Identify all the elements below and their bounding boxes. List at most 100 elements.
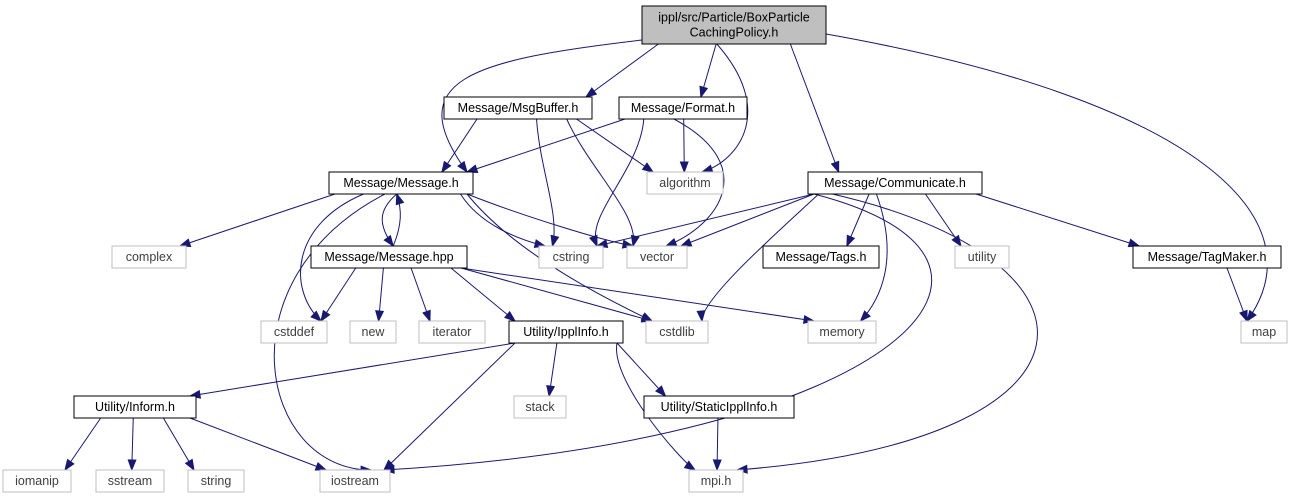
node-label: memory [819, 325, 865, 339]
node-iomanip: iomanip [2, 469, 72, 493]
arrowhead [504, 310, 517, 322]
node-box [645, 320, 709, 344]
arrowhead [457, 160, 468, 174]
edge-line [576, 118, 654, 173]
edge-line [383, 342, 516, 471]
node-box [319, 469, 391, 493]
arrowhead [584, 87, 598, 98]
edge-line [466, 193, 653, 322]
edge-line [450, 267, 516, 322]
arrowhead [712, 459, 722, 472]
node-label: Utility/StaticIpplInfo.h [661, 400, 778, 414]
node-staticipplinfo[interactable]: Utility/StaticIpplInfo.h [643, 395, 795, 419]
edge-inform-to-iomanip [64, 417, 102, 472]
arrowhead [310, 310, 323, 322]
node-box [95, 469, 165, 493]
edge-line [441, 118, 478, 173]
node-label: Message/Format.h [631, 101, 735, 115]
node-box [643, 395, 795, 419]
edge-inform-to-iostream [189, 417, 328, 471]
node-label: Message/TagMaker.h [1148, 250, 1267, 264]
node-map: map [1240, 320, 1288, 344]
edge-communicate-to-cstdlib [696, 193, 820, 323]
edge-message-to-cstddef [300, 193, 364, 322]
arrowhead [696, 310, 706, 323]
edge-root-to-map [825, 33, 1268, 323]
edge-messagehpp-to-memory [460, 267, 816, 324]
edge-communicate-to-memory [859, 193, 888, 323]
edge-msgbuffer-to-message [441, 118, 478, 174]
edge-tagmaker-to-map [1226, 267, 1248, 323]
node-cstdlib: cstdlib [645, 320, 709, 344]
edge-format-to-cstring [588, 118, 645, 248]
node-msgbuffer[interactable]: Message/MsgBuffer.h [443, 96, 593, 120]
node-ipplinfo[interactable]: Utility/IpplInfo.h [508, 320, 624, 344]
node-complex: complex [111, 245, 187, 269]
arrowhead [951, 234, 962, 248]
node-label: Message/Tags.h [775, 250, 866, 264]
edge-line [466, 118, 626, 173]
dependency-nodes: ippl/src/Particle/BoxParticleCachingPoli… [2, 5, 1288, 493]
node-box [807, 320, 877, 344]
arrowhead [546, 384, 556, 398]
node-format[interactable]: Message/Format.h [618, 96, 748, 120]
node-box [762, 245, 880, 269]
arrowhead [550, 234, 560, 248]
edge-root-to-format [699, 43, 717, 99]
node-label: string [201, 474, 232, 488]
edge-line [383, 193, 933, 471]
node-label: algorithm [659, 176, 710, 190]
node-mpih: mpi.h [688, 469, 744, 493]
node-tags[interactable]: Message/Tags.h [762, 245, 880, 269]
node-message[interactable]: Message/Message.h [328, 171, 474, 195]
arrowhead [641, 162, 655, 173]
edge-line [825, 33, 1268, 322]
node-label: CachingPolicy.h [690, 26, 779, 40]
arrowhead [395, 192, 405, 206]
node-string: string [187, 469, 245, 493]
arrowhead [630, 234, 640, 248]
edge-staticipplinfo-to-mpih [712, 417, 722, 472]
edge-line [300, 193, 364, 322]
node-box [443, 96, 593, 120]
arrowhead [1127, 238, 1141, 248]
node-tagmaker[interactable]: Message/TagMaker.h [1132, 245, 1282, 269]
node-algorithm: algorithm [646, 171, 724, 195]
edge-line [585, 43, 659, 98]
node-label: map [1252, 325, 1276, 339]
arrowhead [830, 160, 840, 174]
node-messagehpp[interactable]: Message/Message.hpp [310, 245, 468, 269]
arrowhead [699, 85, 709, 99]
edge-communicate-to-utility [925, 193, 962, 248]
node-box [688, 469, 744, 493]
edge-communicate-to-tagmaker [975, 193, 1141, 248]
node-root[interactable]: ippl/src/Particle/BoxParticleCachingPoli… [641, 5, 827, 45]
arrowhead [846, 234, 856, 248]
edge-line [189, 417, 327, 471]
node-box [646, 171, 724, 195]
arrowhead [465, 164, 479, 173]
node-inform[interactable]: Utility/Inform.h [73, 395, 197, 419]
node-box [187, 469, 245, 493]
edge-ipplinfo-to-iostream [382, 342, 516, 471]
edge-msgbuffer-to-vector [566, 118, 640, 248]
node-communicate[interactable]: Message/Communicate.h [807, 171, 983, 195]
node-box [73, 395, 197, 419]
edge-line [320, 267, 357, 322]
node-label: cstring [553, 250, 590, 264]
node-box [626, 245, 688, 269]
edge-line [680, 193, 815, 247]
arrowhead [64, 458, 75, 472]
edge-line [466, 193, 634, 247]
arrowhead [664, 237, 678, 247]
edge-messagehpp-to-message [392, 192, 405, 247]
edge-format-to-algorithm [679, 118, 689, 174]
node-label: vector [640, 250, 674, 264]
edge-message-to-complex [178, 193, 336, 247]
arrowhead [441, 160, 452, 174]
node-label: cstdlib [659, 325, 694, 339]
edge-communicate-to-mpih [735, 193, 1038, 474]
edge-line [189, 342, 516, 397]
edge-inform-to-sstream [127, 417, 137, 472]
node-box [328, 171, 474, 195]
